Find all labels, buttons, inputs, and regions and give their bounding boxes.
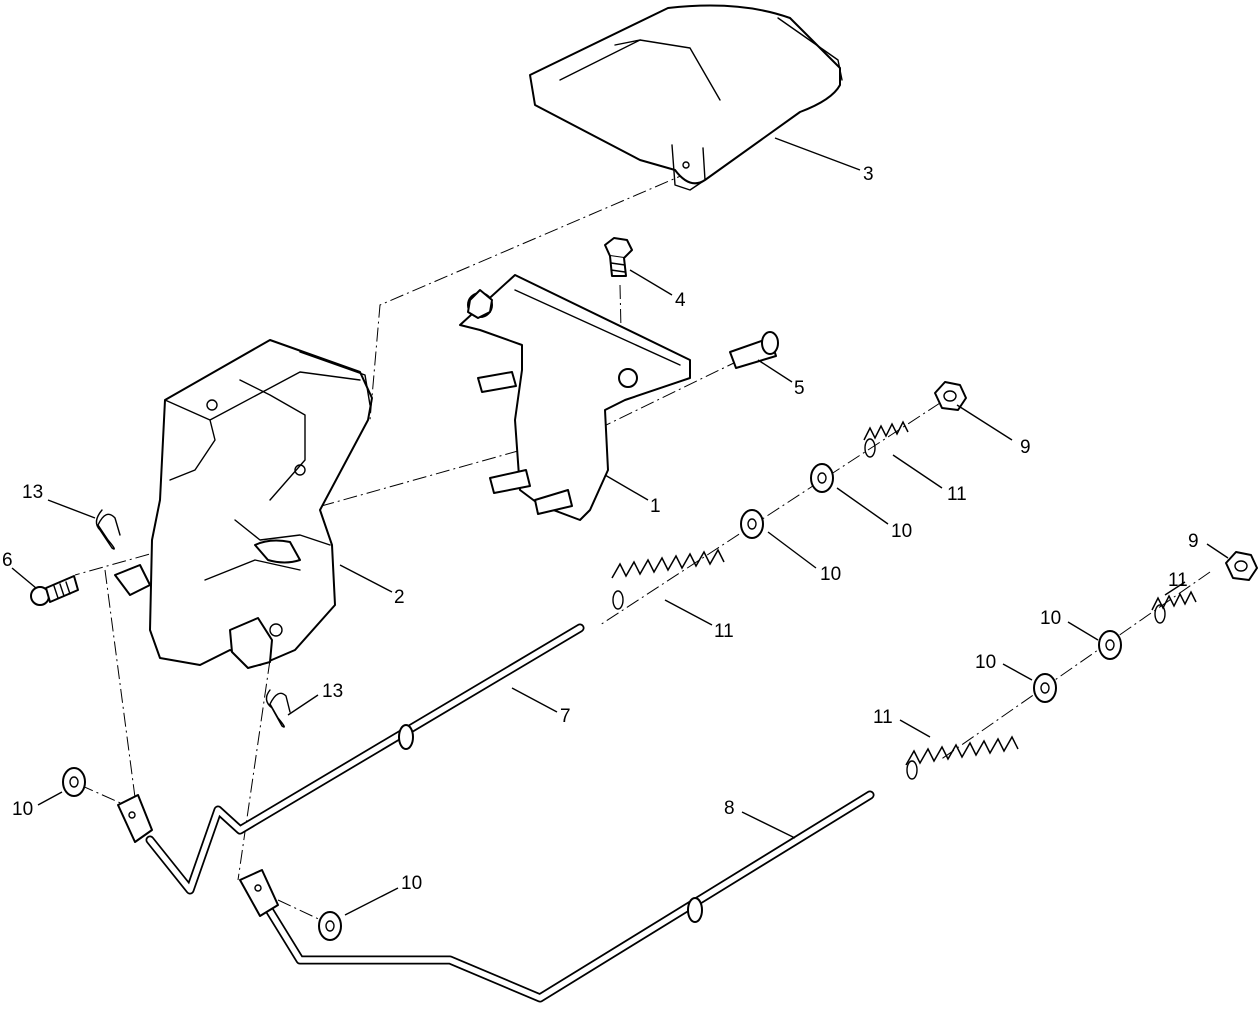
washers <box>62 463 1122 941</box>
callout-7: 7 <box>560 706 571 727</box>
leader-lines <box>11 137 1229 916</box>
callout-10: 10 <box>12 799 33 820</box>
callout-13: 13 <box>322 681 343 702</box>
actuator <box>114 339 373 669</box>
screw <box>30 575 79 606</box>
spring-long-lower <box>905 735 1019 780</box>
callout-2: 2 <box>394 587 405 608</box>
spring-long-upper <box>611 548 725 610</box>
callout-10: 10 <box>1040 608 1061 629</box>
washer <box>810 463 834 493</box>
callout-10: 10 <box>975 652 996 673</box>
washer <box>1033 673 1057 703</box>
spring-short-upper <box>863 420 909 458</box>
callout-5: 5 <box>794 378 805 399</box>
callout-9: 9 <box>1020 437 1031 458</box>
callout-1: 1 <box>650 496 661 517</box>
callout-6: 6 <box>2 550 13 571</box>
rod-lower <box>239 790 875 1003</box>
washer <box>740 509 764 539</box>
washer <box>318 911 342 941</box>
callout-4: 4 <box>675 290 686 311</box>
nut-upper <box>934 381 967 411</box>
callout-3: 3 <box>863 164 874 185</box>
spring-short-lower <box>1151 590 1197 624</box>
callout-8: 8 <box>724 798 735 819</box>
callouts: 3 4 5 9 11 10 1 10 2 11 13 6 13 7 10 8 1… <box>2 164 1199 894</box>
callout-11: 11 <box>1168 570 1188 591</box>
bolt <box>604 237 633 277</box>
washer <box>62 767 86 797</box>
bracket <box>459 274 691 521</box>
rod-upper <box>117 623 585 895</box>
callout-11: 11 <box>947 484 967 505</box>
pin <box>729 331 779 369</box>
callout-10: 10 <box>891 521 912 542</box>
washer <box>1098 630 1122 660</box>
centerlines <box>74 171 1211 923</box>
callout-11: 11 <box>714 621 734 642</box>
hairpin-clip-lower <box>265 689 291 728</box>
callout-10: 10 <box>820 564 841 585</box>
hairpin-clip-upper <box>95 509 121 550</box>
cover <box>529 4 843 191</box>
callout-9: 9 <box>1188 531 1199 552</box>
callout-13: 13 <box>22 482 43 503</box>
callout-11: 11 <box>873 707 893 728</box>
nut-lower <box>1225 551 1258 581</box>
callout-10: 10 <box>401 873 422 894</box>
